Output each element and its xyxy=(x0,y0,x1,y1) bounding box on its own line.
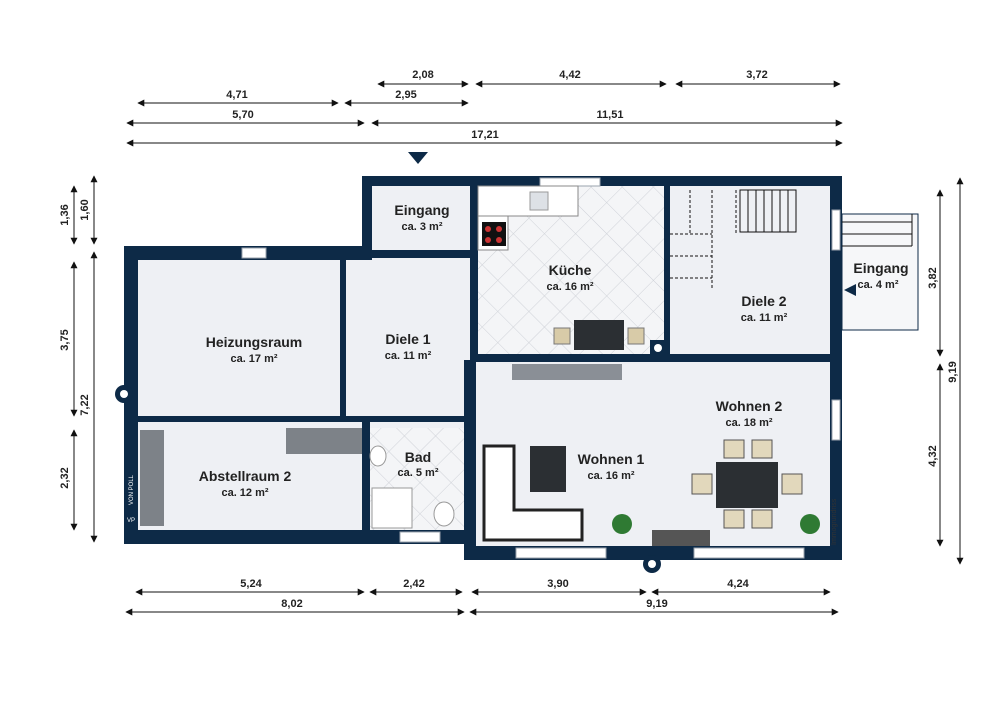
dim-left-3: 7,22 xyxy=(79,394,91,415)
dimensions-left: 1,36 1,60 3,75 7,22 2,32 xyxy=(59,175,98,543)
room-wohnen2-name: Wohnen 2 xyxy=(716,398,783,414)
room-eingang-right-area: ca. 4 m² xyxy=(858,279,899,291)
room-eingang-right-name: Eingang xyxy=(853,260,908,276)
room-abstellraum2-area: ca. 12 m² xyxy=(221,487,268,499)
dim-bottom-2: 3,90 xyxy=(547,578,568,590)
dim-left-0: 1,36 xyxy=(59,204,71,225)
branding: VP VON POLL Immogrundriss xyxy=(124,474,838,545)
room-kueche-name: Küche xyxy=(549,262,592,278)
dim-right-1: 9,19 xyxy=(947,361,959,382)
dim-right-2: 4,32 xyxy=(927,445,939,466)
dim-top-6: 11,51 xyxy=(597,109,624,121)
room-bad-name: Bad xyxy=(405,449,431,465)
brand-logo-text: VON POLL xyxy=(129,474,135,505)
room-bad-area: ca. 5 m² xyxy=(398,467,439,479)
room-diele1-area: ca. 11 m² xyxy=(385,350,432,362)
dim-top-5: 5,70 xyxy=(232,109,253,121)
dim-bottom-4: 8,02 xyxy=(281,598,302,610)
dimensions-top: 2,08 4,42 3,72 4,71 2,95 5,70 11,51 17,2… xyxy=(126,69,843,147)
room-heizungsraum-name: Heizungsraum xyxy=(206,334,302,350)
dim-top-7: 17,21 xyxy=(471,129,499,141)
room-wohnen2-area: ca. 18 m² xyxy=(725,417,772,429)
furniture xyxy=(140,152,913,546)
dim-top-3: 4,71 xyxy=(226,89,247,101)
walls xyxy=(115,176,842,573)
dim-right-0: 3,82 xyxy=(927,267,939,288)
dim-left-4: 2,32 xyxy=(59,467,71,488)
room-wohnen1-area: ca. 16 m² xyxy=(587,470,634,482)
room-kueche-area: ca. 16 m² xyxy=(546,281,593,293)
dim-top-0: 2,08 xyxy=(412,69,433,81)
dim-bottom-1: 2,42 xyxy=(403,578,424,590)
room-labels: Eingang ca. 3 m² Küche ca. 16 m² Diele 2… xyxy=(199,202,909,499)
dim-top-2: 3,72 xyxy=(746,69,767,81)
room-eingang-top-area: ca. 3 m² xyxy=(402,221,443,233)
room-diele1-name: Diele 1 xyxy=(385,331,430,347)
room-heizungsraum-area: ca. 17 m² xyxy=(230,353,277,365)
credit-label: Immogrundriss xyxy=(831,498,838,545)
dim-top-1: 4,42 xyxy=(559,69,580,81)
dim-bottom-5: 9,19 xyxy=(646,598,667,610)
room-diele2-area: ca. 11 m² xyxy=(741,312,788,324)
dimensions-right: 3,82 9,19 4,32 xyxy=(927,177,964,565)
room-wohnen1-name: Wohnen 1 xyxy=(578,451,645,467)
dim-top-4: 2,95 xyxy=(395,89,416,101)
dimensions-bottom: 5,24 2,42 3,90 4,24 8,02 9,19 xyxy=(125,578,839,616)
dim-bottom-3: 4,24 xyxy=(727,578,749,590)
dim-left-1: 1,60 xyxy=(79,199,91,220)
room-diele2-name: Diele 2 xyxy=(741,293,786,309)
dim-left-2: 3,75 xyxy=(59,329,71,350)
room-eingang-top-name: Eingang xyxy=(394,202,449,218)
brand-logo-initials: VP xyxy=(127,518,135,524)
floors xyxy=(124,176,919,560)
dim-bottom-0: 5,24 xyxy=(240,578,262,590)
room-abstellraum2-name: Abstellraum 2 xyxy=(199,468,292,484)
